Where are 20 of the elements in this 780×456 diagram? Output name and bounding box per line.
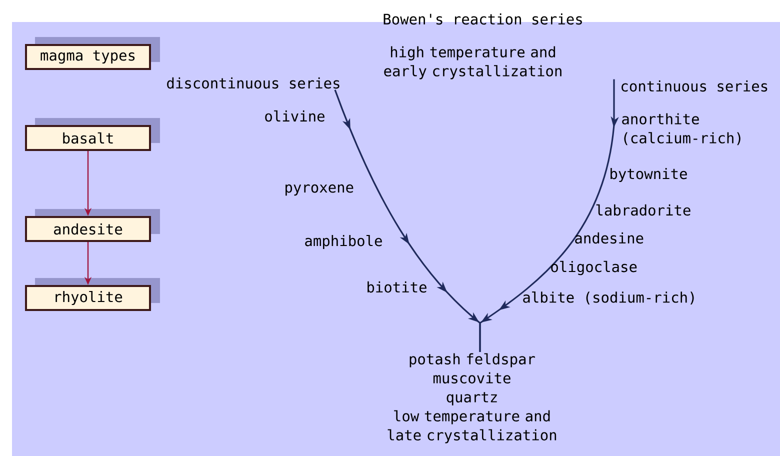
rock-box: andesite bbox=[25, 209, 160, 242]
rock-box: rhyolite bbox=[25, 278, 160, 311]
mineral-label: olivine bbox=[265, 110, 324, 122]
heading-box: magma types bbox=[25, 37, 160, 70]
mineral-label: andesine bbox=[575, 232, 644, 244]
mineral-list: potash feldspar muscovite quartz low temperature and late crystallization bbox=[388, 353, 556, 444]
rock-box: basalt bbox=[25, 118, 160, 151]
mineral-label: anorthite (calcium-rich) bbox=[622, 113, 740, 146]
mineral-label: biotite bbox=[368, 281, 426, 293]
mineral-label: labradorite bbox=[596, 204, 690, 216]
note-label: high temperature and early crystallization bbox=[384, 46, 562, 80]
title: Bowen's reaction series bbox=[384, 13, 582, 25]
mineral-label: albite (sodium-rich) bbox=[523, 292, 694, 304]
mineral-label: amphibole bbox=[305, 234, 382, 250]
mineral-label: pyroxene bbox=[286, 184, 354, 196]
curved-arrow bbox=[479, 79, 619, 352]
mineral-label: oligoclase bbox=[551, 260, 637, 276]
mineral-label: bytownite bbox=[610, 168, 687, 182]
series-label: continuous series bbox=[622, 80, 768, 92]
series-label: discontinuous series bbox=[167, 77, 340, 89]
